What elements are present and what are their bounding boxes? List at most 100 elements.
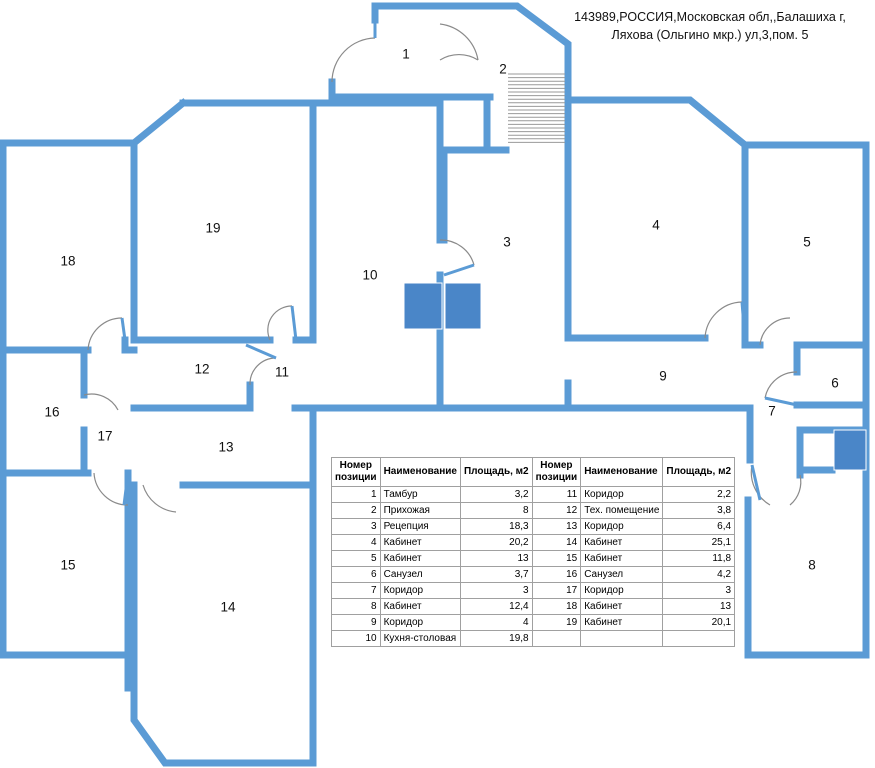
table-cell: 17 [531,582,582,599]
table-cell: Коридор [580,486,664,503]
room-label: 10 [362,268,377,283]
address-line: 143989,РОССИЯ,Московская обл,,Балашиха г… [574,10,846,24]
table-cell: 11,8 [662,550,736,567]
table-cell: Кабинет [580,614,664,631]
table-cell: 2 [331,502,381,519]
table-cell: Тамбур [379,486,461,503]
table-cell: 20,1 [662,614,736,631]
legend-header-num: Номер позиции [531,457,582,487]
room-label: 6 [831,376,839,391]
table-cell: 4,2 [662,566,736,583]
table-cell: 14 [531,534,582,551]
table-cell: Тех. помещение [580,502,664,519]
table-cell: Санузел [580,566,664,583]
table-cell: 19 [531,614,582,631]
room-label: 15 [60,558,75,573]
table-cell: 12 [531,502,582,519]
table-cell: 8 [459,502,533,519]
table-cell [662,630,736,647]
table-cell: 1 [331,486,381,503]
doors [83,20,802,513]
table-cell: 11 [531,486,582,503]
table-cell: 12,4 [459,598,533,615]
toilet-fixture [833,429,867,471]
room-label: 16 [44,405,59,420]
legend-header-area: Площадь, м2 [662,457,736,487]
fixtures [403,282,867,471]
room-label: 7 [768,404,776,419]
column-fixture [403,282,443,330]
table-cell: Кабинет [580,550,664,567]
table-cell: Кабинет [379,598,461,615]
legend-header-num: Номер позиции [331,457,381,487]
table-cell: Коридор [580,518,664,535]
table-cell: Кабинет [379,534,461,551]
table-cell: 5 [331,550,381,567]
table-cell: 13 [531,518,582,535]
table-cell: 3,7 [459,566,533,583]
table-cell: Кухня-столовая [379,630,461,647]
legend-header-row: Номер позиции Наименование Площадь, м2 Н… [331,457,736,487]
room-label: 2 [499,62,507,77]
room-label: 4 [652,218,660,233]
room-label: 14 [220,600,236,615]
legend-header-name: Наименование [580,457,664,487]
table-cell: Кабинет [379,550,461,567]
table-cell: 7 [331,582,381,599]
room-label: 3 [503,235,511,250]
table-cell: 3,2 [459,486,533,503]
table-cell: 13 [459,550,533,567]
table-cell: 3 [331,518,381,535]
table-cell: 16 [531,566,582,583]
legend-header-area: Площадь, м2 [459,457,533,487]
legend-header-name: Наименование [379,457,461,487]
table-cell: 20,2 [459,534,533,551]
room-label: 9 [659,369,667,384]
table-cell: Кабинет [580,598,664,615]
table-cell: 6,4 [662,518,736,535]
table-cell: 4 [459,614,533,631]
room-label: 5 [803,235,811,250]
room-label: 18 [60,254,75,269]
room-label: 8 [808,558,816,573]
address-block: 143989,РОССИЯ,Московская обл,,Балашиха г… [560,8,860,44]
table-cell: Коридор [379,582,461,599]
table-cell: 15 [531,550,582,567]
table-cell [531,630,582,647]
table-cell: Санузел [379,566,461,583]
stairs [508,73,565,143]
table-cell: Прихожая [379,502,461,519]
table-cell: 2,2 [662,486,736,503]
table-cell: 8 [331,598,381,615]
table-cell: 3 [662,582,736,599]
table-cell [580,630,664,647]
room-legend-table: Номер позиции Наименование Площадь, м2 Н… [331,457,736,647]
table-cell: 3,8 [662,502,736,519]
address-line: Ляхова (Ольгино мкр.) ул,3,пом. 5 [611,28,809,42]
room-labels: 1 2 3 4 5 6 7 8 9 10 11 12 13 14 15 16 1… [44,47,838,615]
table-cell: 6 [331,566,381,583]
table-cell: Коридор [580,582,664,599]
room-label: 17 [97,429,112,444]
table-cell: 10 [331,630,381,647]
room-label: 11 [275,365,289,380]
table-cell: 18 [531,598,582,615]
table-cell: 19,8 [459,630,533,647]
table-cell: Кабинет [580,534,664,551]
room-label: 1 [402,47,410,62]
table-cell: 3 [459,582,533,599]
room-label: 13 [218,440,233,455]
table-cell: Рецепция [379,518,461,535]
table-cell: 18,3 [459,518,533,535]
